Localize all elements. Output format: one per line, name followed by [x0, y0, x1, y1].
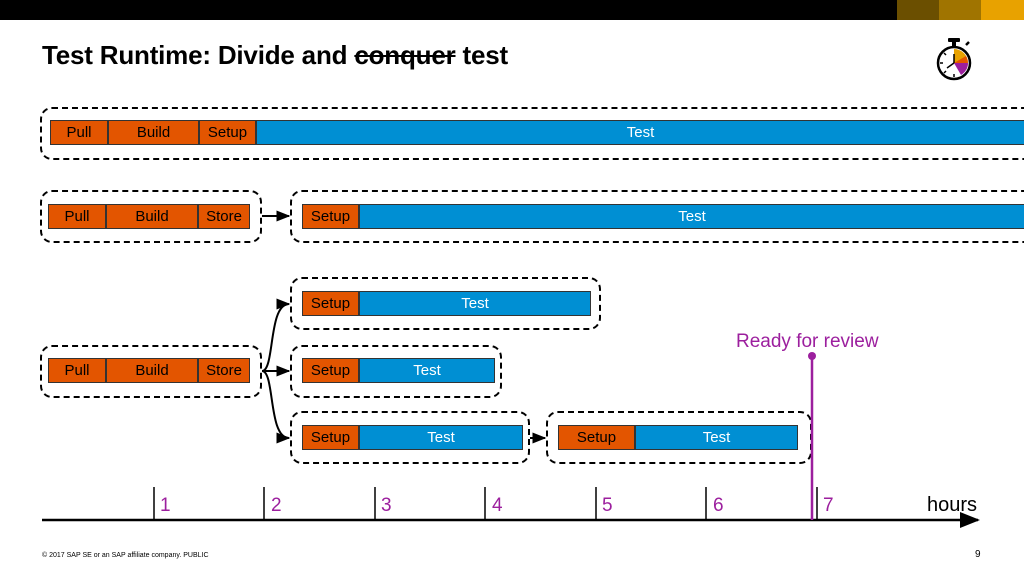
row1-group — [40, 107, 1024, 160]
page-title: Test Runtime: Divide and conquer test — [42, 40, 508, 71]
row2-test: Test — [359, 204, 1024, 229]
top-bar-segment-3 — [981, 0, 1024, 20]
stopwatch-icon — [936, 38, 972, 81]
branch2-setup: Setup — [302, 358, 359, 383]
ready-marker-dot — [808, 352, 816, 360]
row1-setup: Setup — [199, 120, 256, 145]
branch1-test: Test — [359, 291, 591, 316]
branch1-setup: Setup — [302, 291, 359, 316]
footer-copyright: © 2017 SAP SE or an SAP affiliate compan… — [42, 552, 209, 559]
row2-build-group — [40, 190, 262, 243]
branch3-test: Test — [359, 425, 523, 450]
row3-build-group — [40, 345, 262, 398]
branch2-test: Test — [359, 358, 495, 383]
tick-label-1: 1 — [160, 495, 171, 516]
branch3-arrow — [261, 370, 291, 444]
top-bar — [0, 0, 1024, 20]
row2-test-group — [290, 190, 1024, 243]
ready-for-review-label: Ready for review — [736, 331, 879, 352]
row1-pull: Pull — [50, 120, 108, 145]
top-bar-segment-2 — [939, 0, 981, 20]
branch1-group — [290, 277, 601, 330]
title-prefix: Test Runtime: Divide and — [42, 40, 355, 70]
title-suffix: test — [455, 40, 509, 70]
row3-build: Build — [106, 358, 198, 383]
row2-pull: Pull — [48, 204, 106, 229]
axis-unit-label: hours — [927, 494, 978, 516]
title-strike: conquer — [354, 40, 456, 70]
branch2-group — [290, 345, 502, 398]
row1-build: Build — [108, 120, 199, 145]
row3-pull: Pull — [48, 358, 106, 383]
branch3-group — [290, 411, 530, 464]
tick-label-2: 2 — [271, 495, 282, 516]
tick-label-3: 3 — [381, 495, 392, 516]
branch3b-setup: Setup — [558, 425, 635, 450]
page-number: 9 — [975, 549, 981, 560]
row2-setup: Setup — [302, 204, 359, 229]
tick-label-6: 6 — [713, 495, 724, 516]
row3-store: Store — [198, 358, 250, 383]
tick-label-5: 5 — [602, 495, 613, 516]
row2-store: Store — [198, 204, 250, 229]
row1-test: Test — [256, 120, 1024, 145]
tick-label-7: 7 — [823, 495, 834, 516]
tick-label-4: 4 — [492, 495, 503, 516]
row2-build: Build — [106, 204, 198, 229]
branch3b-test: Test — [635, 425, 798, 450]
top-bar-segment-1 — [897, 0, 939, 20]
branch3-setup: Setup — [302, 425, 359, 450]
branch1-arrow — [261, 298, 291, 372]
